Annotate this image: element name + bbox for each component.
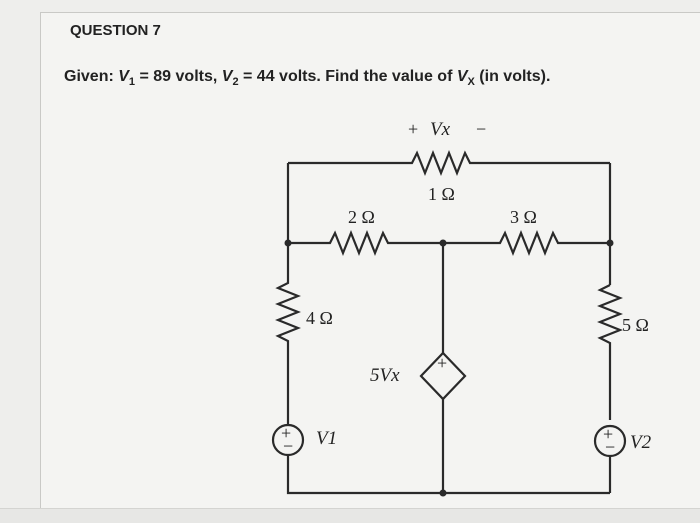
dep-source-plus: + <box>437 353 447 373</box>
given-suffix: (in volts). <box>474 68 551 85</box>
resistor-5ohm <box>597 284 623 420</box>
r4-label: 4 Ω <box>306 308 333 328</box>
v1-subscript: 1 <box>128 76 136 89</box>
v1-minus: − <box>283 436 293 456</box>
vx-label: Vx <box>430 119 451 140</box>
vx-plus: + <box>408 119 418 139</box>
given-statement: Given: V1 = 89 volts, V2 = 44 volts. Fin… <box>64 68 550 88</box>
resistor-4ohm <box>275 243 301 425</box>
vx-minus: − <box>476 119 486 139</box>
left-wire-bottom <box>286 455 610 495</box>
v1-value: = 89 volts, <box>135 68 222 85</box>
node-middle <box>439 239 447 247</box>
r2-label: 2 Ω <box>348 207 375 227</box>
r5-label: 5 Ω <box>622 315 649 335</box>
resistor-2ohm <box>288 230 610 256</box>
vx-symbol: V <box>456 68 468 85</box>
r3-label: 3 Ω <box>510 207 537 227</box>
v1-label: V1 <box>316 428 337 449</box>
v2-label: V2 <box>630 432 652 453</box>
dep-source-label: 5Vx <box>370 365 400 386</box>
v2-plus: + <box>603 424 613 444</box>
node-left <box>284 239 292 247</box>
given-prefix: Given: <box>64 68 114 85</box>
node-bottom <box>439 489 447 497</box>
question-title: QUESTION 7 <box>70 22 161 39</box>
question-frame <box>40 12 700 513</box>
vx-subscript: X <box>467 76 475 89</box>
v2-symbol: V <box>221 68 233 85</box>
v2-subscript: 2 <box>232 76 239 89</box>
top-wire <box>288 150 610 176</box>
r1-label: 1 Ω <box>428 184 455 204</box>
bottom-strip <box>0 508 700 523</box>
v2-minus: − <box>605 437 615 457</box>
node-right <box>606 239 614 247</box>
v2-value: = 44 volts. Find the value of <box>238 68 457 85</box>
v1-plus: + <box>281 423 291 443</box>
v1-symbol: V <box>118 68 129 85</box>
